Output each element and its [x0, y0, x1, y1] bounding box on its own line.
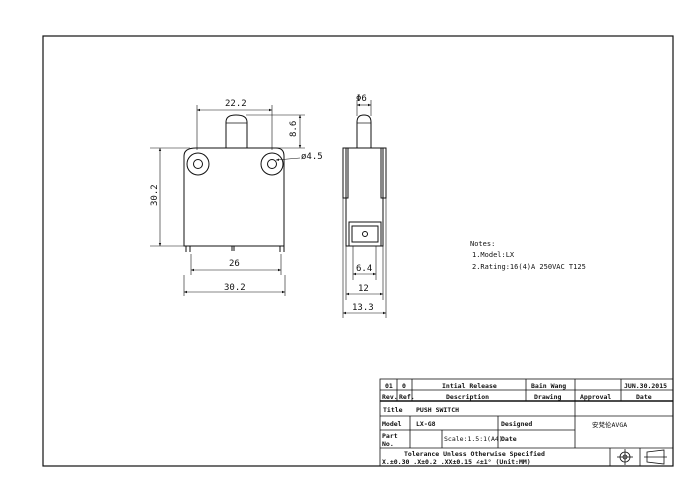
- plunger: [225, 114, 248, 148]
- header-approval: Approval: [580, 393, 611, 401]
- notes-heading: Notes:: [470, 240, 495, 248]
- side-dimensions: [342, 100, 387, 318]
- mounting-hole-right: [260, 152, 284, 176]
- title-label: Title: [383, 406, 403, 414]
- date-label: Date: [501, 435, 517, 443]
- rev-date: JUN.30.2015: [624, 382, 667, 390]
- drawing-border: [42, 35, 674, 467]
- dim-plunger-height: 8.6: [289, 121, 299, 137]
- dim-overall-depth: 13.3: [352, 303, 374, 313]
- dim-body-width: 12: [358, 284, 369, 294]
- note-1: 1.Model:LX: [472, 251, 515, 259]
- front-dimensions: [150, 105, 305, 296]
- tolerance-heading: Tolerance Unless Otherwise Specified: [404, 450, 545, 458]
- dim-overall-width: 30.2: [224, 283, 246, 293]
- header-description: Description: [446, 393, 489, 401]
- company-name: 安梵伦AVGA: [592, 420, 627, 429]
- side-view: [342, 114, 387, 247]
- side-plunger: [356, 114, 372, 148]
- mounting-hole-left: [186, 152, 210, 176]
- title-block: [379, 378, 674, 467]
- rev-description: Intial Release: [442, 382, 497, 390]
- dim-height: 30.2: [150, 184, 160, 206]
- rev-ref: 0: [402, 382, 406, 390]
- header-date: Date: [636, 393, 652, 401]
- switch-body: [183, 147, 285, 247]
- header-rev: Rev.: [382, 393, 398, 401]
- scale-value: Scale:1.5:1(A4): [444, 435, 503, 443]
- dim-hole-dia: ø4.5: [301, 152, 323, 162]
- dim-plunger-dia: Φ6: [356, 94, 367, 104]
- part-label: Part: [382, 432, 398, 440]
- rev-drawing: Bain Wang: [531, 382, 566, 390]
- no-label: No.: [382, 440, 394, 448]
- dim-terminal-width: 6.4: [356, 264, 372, 274]
- header-ref: Ref.: [399, 393, 415, 401]
- title-value: PUSH SWITCH: [416, 406, 459, 414]
- model-label: Model: [382, 420, 402, 428]
- header-drawing: Drawing: [534, 393, 561, 401]
- dim-top-width: 22.2: [225, 99, 247, 109]
- projection-symbol-icon: [617, 449, 667, 465]
- front-view: [183, 114, 285, 252]
- designed-label: Designed: [501, 420, 532, 428]
- side-terminal: [348, 221, 382, 247]
- rev-no: 01: [385, 382, 393, 390]
- tolerance-values: X.±0.30 .X±0.2 .XX±0.15 ∠±1° (Unit:MM): [382, 458, 531, 466]
- note-2: 2.Rating:16(4)A 250VAC T125: [472, 263, 586, 271]
- model-value: LX-G8: [416, 420, 436, 428]
- dim-terminal-spacing: 26: [229, 259, 240, 269]
